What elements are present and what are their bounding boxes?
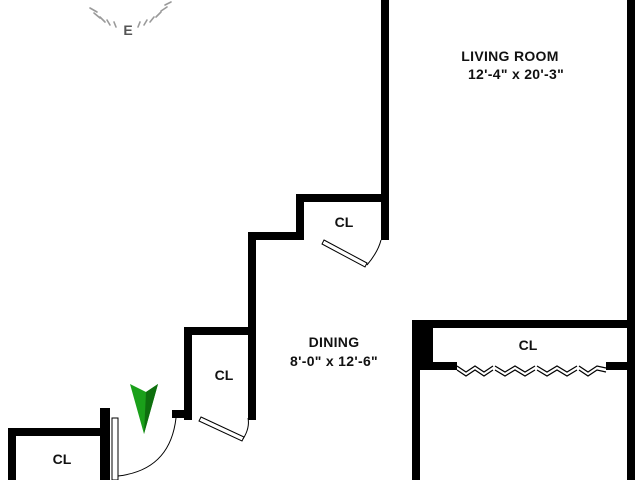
wall-step-upper	[248, 232, 304, 240]
wall-closet-right-thick	[412, 320, 433, 366]
door-closet-right-bifold	[456, 365, 607, 377]
wall-closet-mid-top	[184, 327, 256, 335]
entry-arrow-icon	[130, 384, 158, 434]
wall-closet-right-end	[606, 362, 635, 370]
door-entry	[111, 417, 177, 480]
compass-direction-label: E	[123, 22, 132, 38]
wall-closet-right-left	[412, 320, 420, 480]
wall-closet-bl-left	[8, 428, 16, 480]
room-name-dining: DINING	[309, 334, 360, 350]
wall-closet-right-return	[412, 362, 457, 370]
walls	[8, 0, 635, 480]
wall-step-vertical	[248, 232, 256, 420]
doors	[111, 239, 607, 480]
closet-label-mid: CL	[215, 367, 234, 383]
wall-closet-mid-left	[184, 327, 192, 420]
wall-closet-mid-ledge	[172, 410, 192, 418]
closet-label-bottom-left: CL	[53, 451, 72, 467]
wall-closet-right-top	[412, 320, 635, 328]
wall-closet-top-right	[381, 194, 389, 240]
door-closet-top	[321, 239, 382, 268]
room-dimensions-dining: 8'-0" x 12'-6"	[290, 353, 378, 369]
compass-icon: E	[89, 1, 172, 38]
wall-closet-top-left	[296, 194, 304, 240]
door-closet-mid	[198, 416, 249, 442]
wall-living-left	[381, 0, 389, 200]
labels: LIVING ROOM 12'-4" x 20'-3" DINING 8'-0"…	[53, 48, 564, 467]
room-dimensions-living: 12'-4" x 20'-3"	[468, 66, 564, 82]
wall-right	[627, 0, 635, 480]
closet-label-right: CL	[519, 337, 538, 353]
wall-closet-top-upper	[296, 194, 389, 202]
wall-closet-bl-right	[100, 428, 108, 480]
room-name-living: LIVING ROOM	[461, 48, 558, 64]
wall-closet-bl-top	[8, 428, 108, 436]
closet-label-top: CL	[335, 214, 354, 230]
